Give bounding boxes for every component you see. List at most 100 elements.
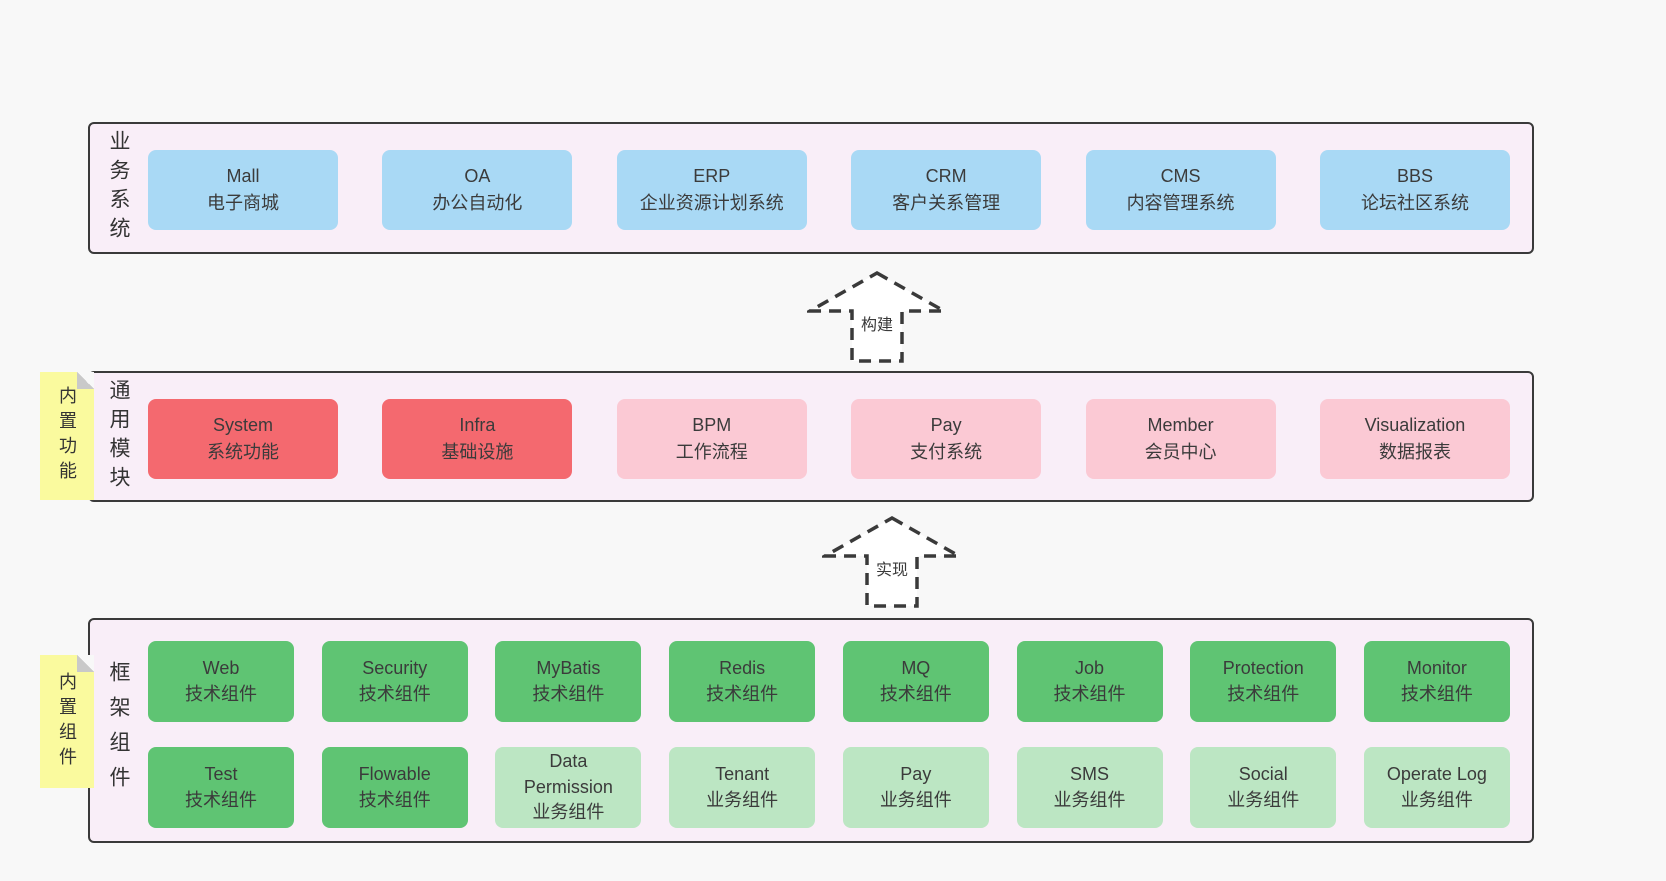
box-security: Security 技术组件	[321, 641, 468, 722]
box-subtitle: 数据报表	[1378, 442, 1451, 462]
box-title: Web	[202, 657, 240, 678]
box-oa: OA 办公自动化	[382, 150, 573, 230]
box-subtitle: 技术组件	[532, 683, 605, 704]
box-subtitle: 基础设施	[441, 442, 514, 462]
business-box-row: Mall 电子商城 OA 办公自动化 ERP 企业资源计划系统 CRM 客户关系…	[148, 150, 1510, 230]
box-subtitle: 业务组件	[1053, 789, 1126, 810]
box-title: Visualization	[1364, 415, 1466, 435]
box-title: BBS	[1396, 166, 1433, 186]
box-subtitle: 企业资源计划系统	[639, 193, 784, 213]
box-title: OA	[464, 166, 491, 186]
box-subtitle: 技术组件	[1227, 683, 1300, 704]
box-redis: Redis 技术组件	[669, 641, 816, 722]
box-subtitle: 电子商城	[207, 193, 279, 213]
box-mall: Mall 电子商城	[148, 150, 338, 230]
box-subtitle: 工作流程	[675, 442, 748, 462]
box-visualization: Visualization 数据报表	[1319, 399, 1510, 479]
box-subtitle: 会员中心	[1144, 442, 1217, 462]
box-crm: CRM 客户关系管理	[851, 150, 1042, 230]
box-title: MQ	[901, 657, 931, 678]
box-web: Web 技术组件	[148, 641, 294, 722]
box-subtitle: 技术组件	[706, 683, 779, 704]
box-title: Monitor	[1406, 657, 1467, 678]
box-title: Data Permission	[523, 751, 613, 797]
component-box-row-1: Web 技术组件 Security 技术组件 MyBatis 技术组件 Redi…	[148, 641, 1510, 722]
side-label-framework-components: 框架组件	[107, 660, 130, 801]
box-subtitle: 业务组件	[879, 789, 952, 810]
box-tenant: Tenant 业务组件	[669, 747, 816, 828]
box-subtitle: 技术组件	[879, 683, 952, 704]
box-monitor: Monitor 技术组件	[1363, 641, 1510, 722]
box-title: Pay	[930, 415, 962, 435]
box-title: Job	[1075, 657, 1105, 678]
box-system: System 系统功能	[148, 399, 338, 479]
box-sms: SMS 业务组件	[1016, 747, 1163, 828]
box-title: Pay	[900, 763, 932, 784]
box-test: Test 技术组件	[148, 747, 294, 828]
arrow-label-bg	[854, 313, 900, 337]
box-title: Protection	[1222, 657, 1304, 678]
box-erp: ERP 企业资源计划系统	[616, 150, 807, 230]
folded-corner-icon	[77, 655, 94, 672]
box-subtitle: 技术组件	[358, 683, 431, 704]
sticky-label: 内置组件	[57, 671, 77, 772]
build-arrow-label: 构建	[861, 316, 893, 334]
box-title: Tenant	[715, 763, 770, 784]
box-title: MyBatis	[536, 657, 601, 678]
sticky-label: 内置功能	[57, 386, 77, 486]
box-title: Security	[362, 657, 428, 678]
box-title: Test	[204, 763, 238, 784]
box-subtitle: 技术组件	[1053, 683, 1126, 704]
section-common-modules: 通用模块 System 系统功能 Infra 基础设施 BPM 工作流程 Pay…	[88, 371, 1534, 502]
box-title: Flowable	[358, 763, 431, 784]
side-label-common-modules: 通用模块	[107, 378, 130, 495]
box-bbs: BBS 论坛社区系统	[1319, 150, 1510, 230]
box-pay-business: Pay 业务组件	[842, 747, 989, 828]
box-pay: Pay 支付系统	[851, 399, 1042, 479]
box-protection: Protection 技术组件	[1190, 641, 1337, 722]
implement-arrow-label: 实现	[876, 561, 908, 579]
box-title: Member	[1147, 415, 1214, 435]
box-subtitle: 客户关系管理	[892, 193, 1001, 213]
side-label-business-systems: 业务系统	[107, 130, 130, 246]
box-title: Operate Log	[1386, 763, 1487, 784]
box-mq: MQ 技术组件	[842, 641, 989, 722]
box-member: Member 会员中心	[1085, 399, 1276, 479]
box-subtitle: 内容管理系统	[1126, 193, 1235, 213]
box-social: Social 业务组件	[1190, 747, 1337, 828]
component-box-row-2: Test 技术组件 Flowable 技术组件 Data Permission …	[148, 747, 1510, 828]
box-subtitle: 办公自动化	[432, 193, 523, 213]
box-subtitle: 业务组件	[1227, 789, 1300, 810]
box-subtitle: 技术组件	[358, 789, 431, 810]
box-bpm: BPM 工作流程	[616, 399, 807, 479]
box-subtitle: 技术组件	[1400, 683, 1473, 704]
implement-arrow: 实现	[822, 515, 962, 608]
build-arrow: 构建	[807, 270, 947, 363]
box-job: Job 技术组件	[1016, 641, 1163, 722]
box-flowable: Flowable 技术组件	[321, 747, 468, 828]
section-business-systems: 业务系统 Mall 电子商城 OA 办公自动化 ERP 企业资源计划系统 CRM…	[88, 122, 1534, 254]
box-title: Mall	[226, 166, 260, 186]
box-title: CRM	[925, 166, 967, 186]
box-cms: CMS 内容管理系统	[1085, 150, 1276, 230]
box-title: Infra	[459, 415, 496, 435]
box-data-permission: Data Permission 业务组件	[495, 747, 642, 828]
box-subtitle: 论坛社区系统	[1360, 193, 1469, 213]
box-subtitle: 业务组件	[1400, 789, 1473, 810]
box-subtitle: 业务组件	[706, 789, 779, 810]
sticky-note-built-in-components: 内置组件	[40, 655, 94, 788]
box-subtitle: 技术组件	[185, 683, 257, 704]
box-subtitle: 系统功能	[207, 442, 279, 462]
folded-corner-icon	[77, 372, 94, 389]
section-framework-components: 框架组件 Web 技术组件 Security 技术组件 MyBatis 技术组件…	[88, 618, 1534, 843]
box-title: Redis	[719, 657, 766, 678]
box-title: Social	[1238, 763, 1288, 784]
box-mybatis: MyBatis 技术组件	[495, 641, 642, 722]
box-subtitle: 技术组件	[185, 789, 257, 810]
arrow-label-bg	[869, 558, 915, 582]
box-operate-log: Operate Log 业务组件	[1363, 747, 1510, 828]
box-title: CMS	[1160, 166, 1201, 186]
box-title: System	[212, 415, 273, 435]
box-infra: Infra 基础设施	[382, 399, 573, 479]
